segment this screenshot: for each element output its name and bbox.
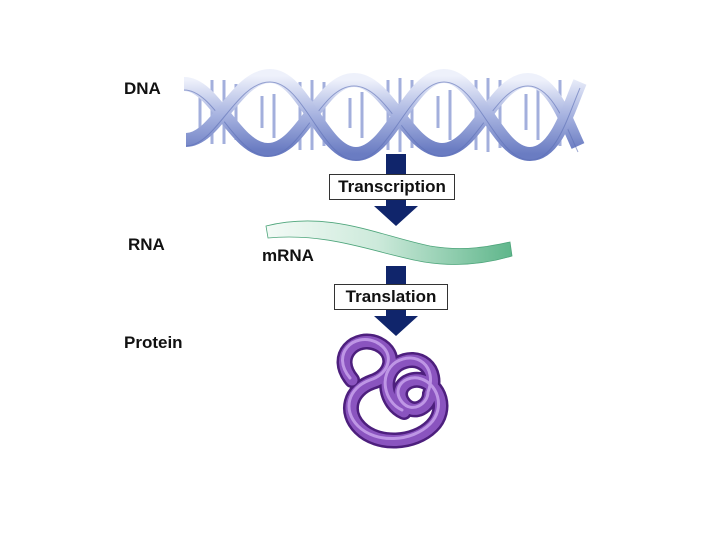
dna-double-helix <box>182 68 587 162</box>
rna-label: RNA <box>128 235 165 254</box>
dna-strand-a <box>182 72 585 158</box>
dna-strand-b <box>184 68 587 162</box>
mrna-strand <box>265 220 513 265</box>
protein-structure <box>336 333 449 449</box>
dna-label: DNA <box>124 79 161 98</box>
translation-arrow <box>374 266 418 336</box>
transcription-arrow <box>374 154 418 226</box>
protein-label: Protein <box>124 333 183 352</box>
transcription-box: Transcription <box>329 174 455 200</box>
mrna-label: mRNA <box>262 246 314 265</box>
translation-box: Translation <box>334 284 448 310</box>
